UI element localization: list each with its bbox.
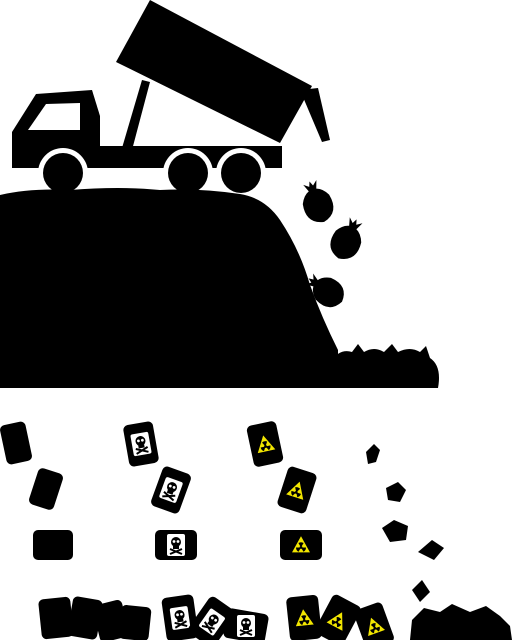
truck-wheels: [38, 148, 266, 198]
dump-truck-icon: [12, 0, 330, 198]
garbage-bag-icon: [295, 176, 338, 227]
garbage-bag-icon: [325, 213, 370, 265]
debris-chunk-icon: [382, 520, 408, 542]
barrel-icon: [280, 530, 322, 560]
barrel-icon: [277, 466, 317, 514]
barrel-icon: [151, 466, 191, 514]
barrel-icon: [155, 530, 197, 560]
barrel-icon: [315, 594, 361, 640]
debris-pile: [410, 604, 512, 640]
barrel-icon: [286, 594, 322, 640]
barrels-radioactive: [246, 421, 394, 640]
barrel-icon: [246, 421, 284, 467]
barrels-toxic: [123, 421, 269, 640]
skull-crossbones-icon: [236, 614, 256, 638]
barrels-plain: [0, 421, 152, 640]
barrel-icon: [0, 421, 32, 465]
bag-pile: [330, 344, 439, 388]
skull-crossbones-icon: [129, 430, 153, 458]
debris-chunk-icon: [418, 540, 444, 560]
skull-crossbones-icon: [166, 533, 186, 557]
debris-chunk-icon: [386, 482, 406, 502]
barrel-icon: [33, 530, 73, 560]
debris-chunk-icon: [366, 444, 380, 464]
barrel-icon: [354, 602, 394, 640]
barrel-icon: [29, 468, 63, 510]
debris-column: [366, 444, 512, 640]
landfill-mound: [0, 188, 338, 388]
barrel-icon: [123, 421, 159, 467]
debris-chunk-icon: [412, 580, 430, 602]
cab-window: [28, 103, 80, 130]
barrel-icon: [188, 596, 236, 640]
dump-box: [116, 0, 312, 143]
skull-crossbones-icon: [168, 604, 192, 632]
barrel-icon: [223, 608, 269, 640]
